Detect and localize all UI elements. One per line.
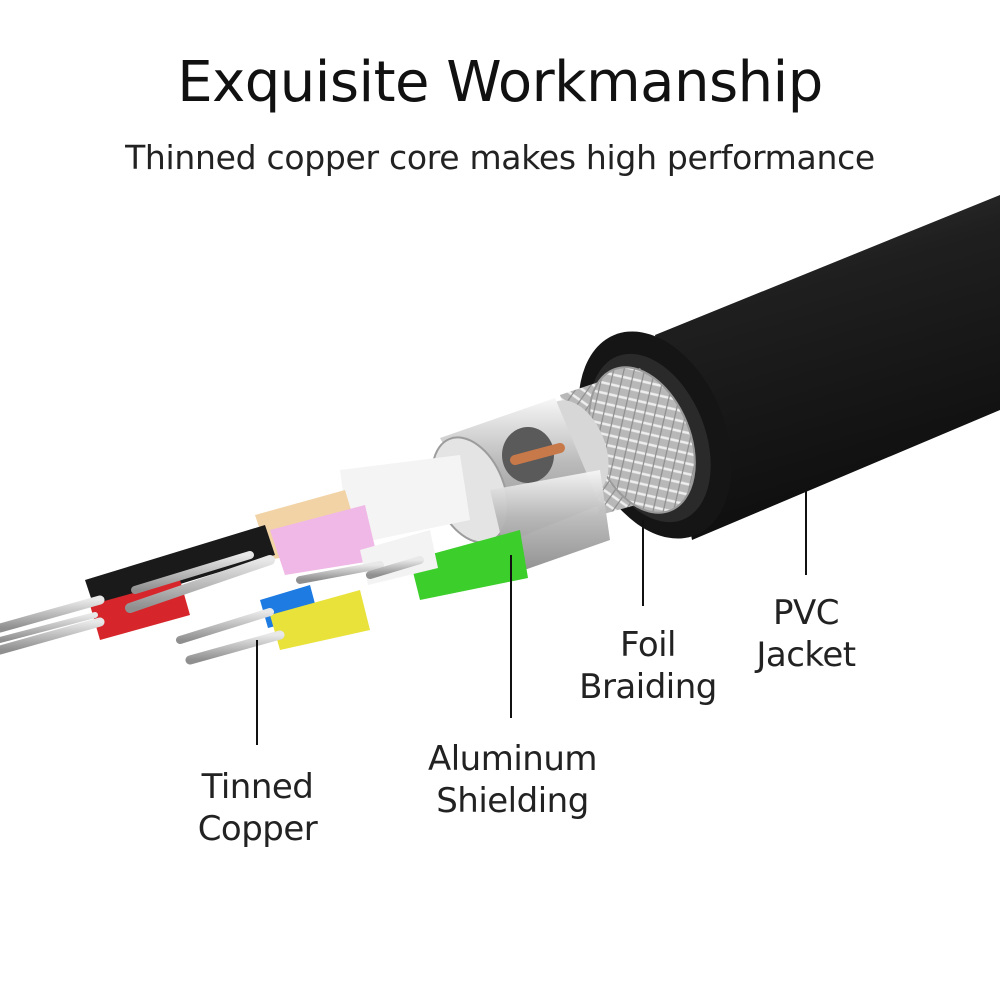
label-foil-braiding-line2: Braiding xyxy=(579,667,717,707)
page-title: Exquisite Workmanship xyxy=(177,50,823,115)
label-aluminum-shielding: Aluminum Shielding xyxy=(420,738,605,822)
label-pvc-jacket: PVC Jacket xyxy=(746,592,866,676)
label-tinned-copper: Tinned Copper xyxy=(185,766,330,850)
label-tinned-copper-line1: Tinned xyxy=(201,767,314,807)
label-foil-braiding: Foil Braiding xyxy=(573,624,723,708)
label-pvc-jacket-line2: Jacket xyxy=(756,635,856,675)
tinned-copper-strands xyxy=(0,551,424,665)
label-tinned-copper-line2: Copper xyxy=(197,809,318,849)
pointer-lines xyxy=(256,478,807,745)
label-pvc-jacket-line1: PVC xyxy=(772,593,840,633)
page-subtitle: Thinned copper core makes high performan… xyxy=(125,138,875,177)
label-foil-braiding-line1: Foil xyxy=(619,625,677,665)
label-aluminum-shielding-line1: Aluminum xyxy=(427,739,598,779)
label-aluminum-shielding-line2: Shielding xyxy=(436,781,589,821)
